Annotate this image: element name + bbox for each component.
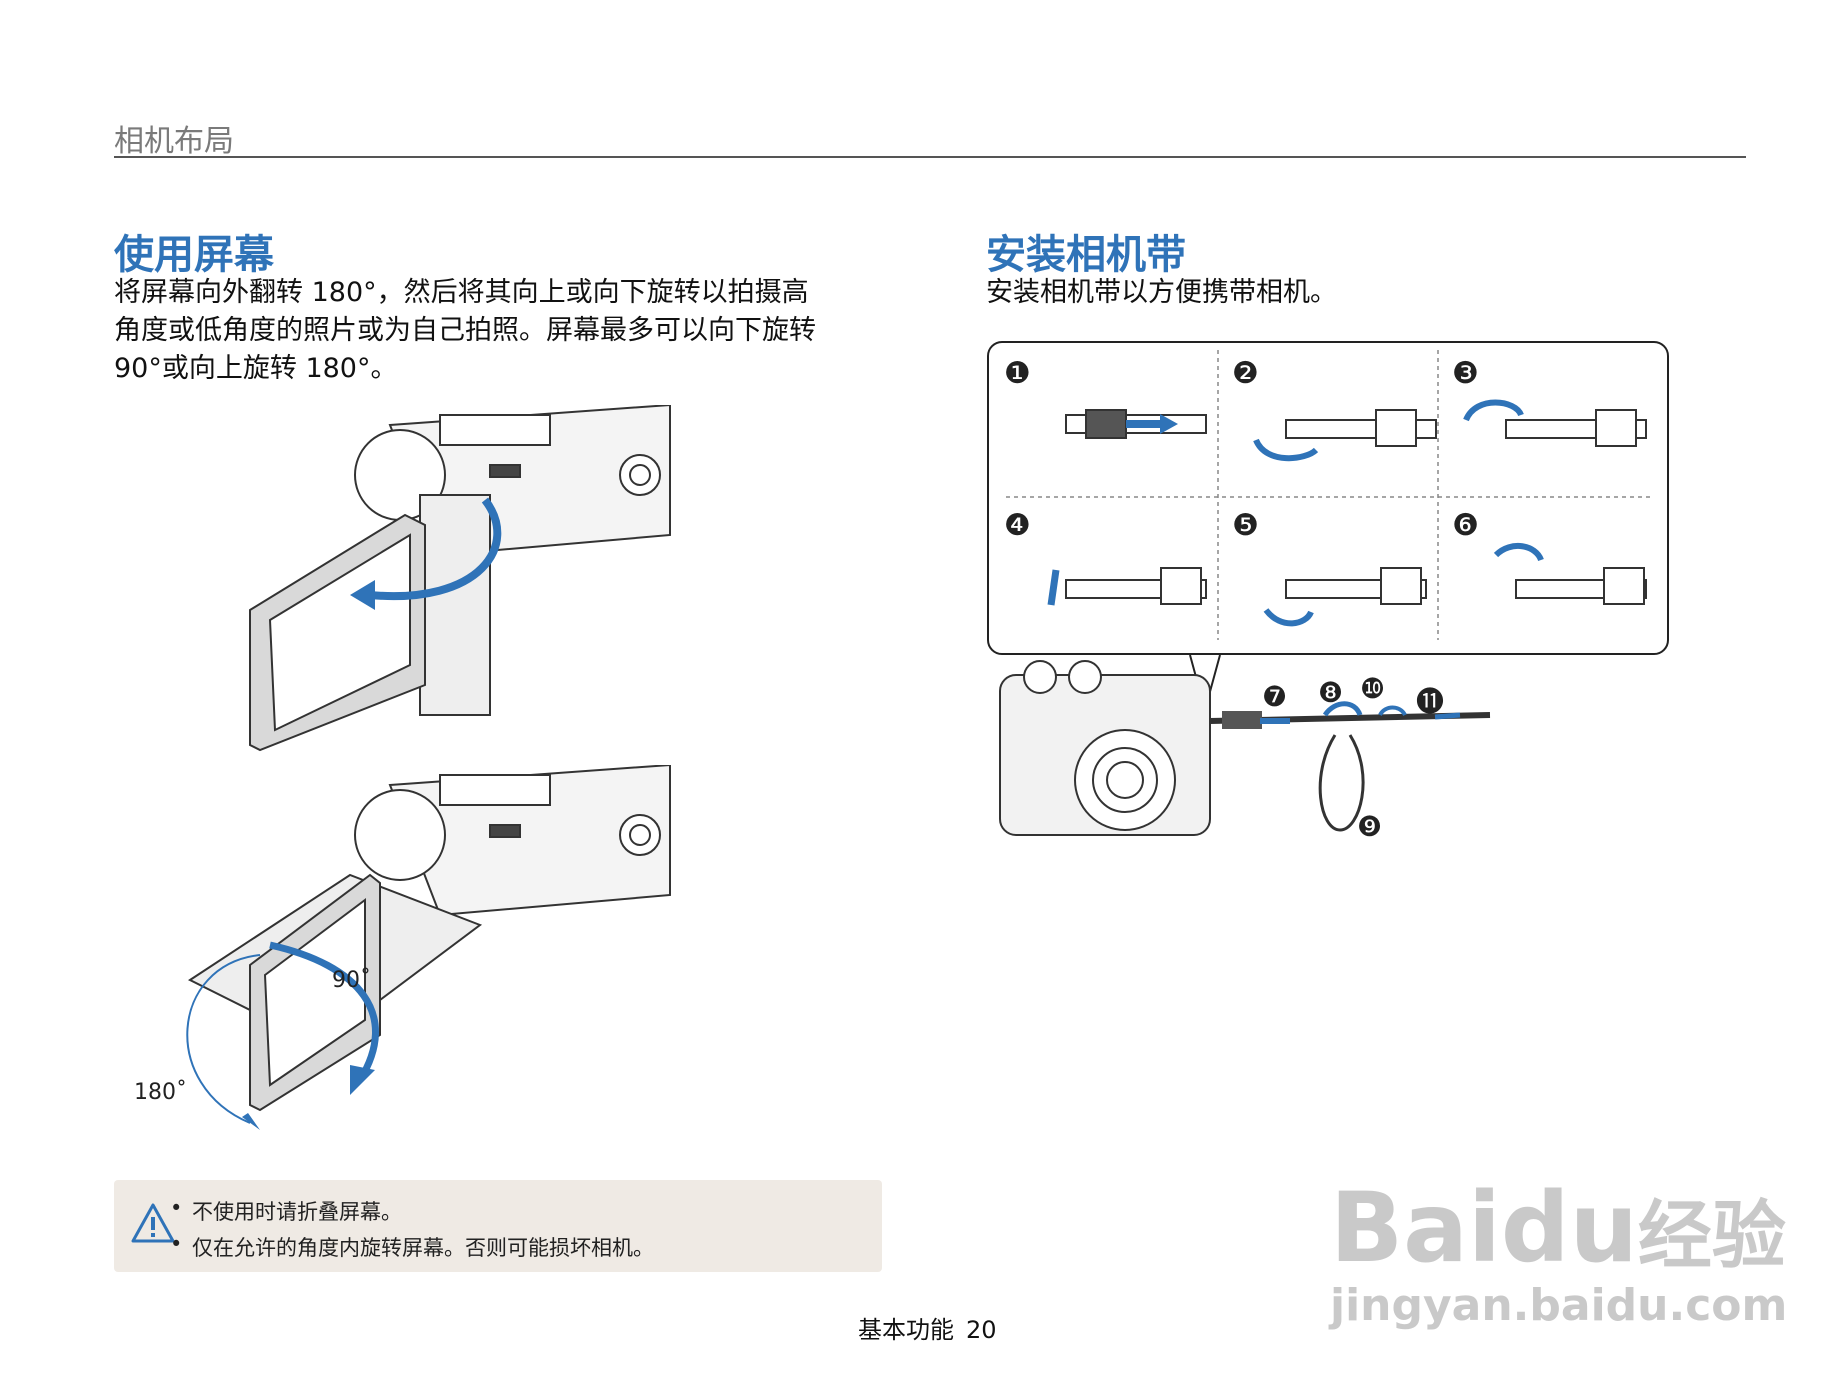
caution-note: 不使用时请折叠屏幕。 仅在允许的角度内旋转屏幕。否则可能损坏相机。 bbox=[114, 1180, 882, 1272]
section-title: 相机布局 bbox=[114, 124, 234, 159]
camera-strap-illustration bbox=[999, 655, 1491, 836]
step-number: ❹ bbox=[1004, 508, 1031, 543]
step-number: ❿ bbox=[1360, 672, 1386, 705]
page-number: 20 bbox=[966, 1316, 997, 1344]
step-number: ❺ bbox=[1232, 508, 1259, 543]
step-number: ⓫ bbox=[1416, 685, 1445, 718]
step-number: ❸ bbox=[1452, 356, 1479, 391]
baidu-watermark-logo: Baidu经验 bbox=[1330, 1180, 1786, 1284]
step-number: ❾ bbox=[1357, 810, 1383, 843]
warning-icon bbox=[131, 1203, 175, 1243]
screen-flip-illustration bbox=[249, 405, 671, 752]
screen-rotate-illustration bbox=[186, 765, 671, 1130]
page-footer: 基本功能 20 bbox=[858, 1310, 997, 1345]
paragraph-line: 将屏幕向外翻转 180°，然后将其向上或向下旋转以拍摄高 bbox=[114, 277, 809, 308]
watermark-suffix: 经验 bbox=[1637, 1193, 1786, 1279]
paragraph-line: 90°或向上旋转 180°。 bbox=[114, 353, 398, 384]
watermark-brand: Bai bbox=[1330, 1172, 1501, 1284]
note-item: 不使用时请折叠屏幕。 bbox=[170, 1196, 402, 1226]
strap-steps-panel bbox=[987, 341, 1669, 655]
step-number: ❷ bbox=[1232, 356, 1259, 391]
step-number: ❽ bbox=[1318, 676, 1344, 709]
strap-heading: 安装相机带 bbox=[986, 232, 1186, 278]
header-divider bbox=[114, 156, 1746, 158]
angle-180-label: 180˚ bbox=[134, 1080, 187, 1105]
step-number: ❼ bbox=[1262, 680, 1288, 713]
note-item: 仅在允许的角度内旋转屏幕。否则可能损坏相机。 bbox=[170, 1232, 654, 1262]
use-screen-heading: 使用屏幕 bbox=[114, 232, 274, 278]
step-number: ❶ bbox=[1004, 356, 1031, 391]
step-number: ❻ bbox=[1452, 508, 1479, 543]
angle-90-label: 90˚ bbox=[332, 968, 371, 993]
watermark-brand2: du bbox=[1500, 1172, 1638, 1284]
strap-paragraph: 安装相机带以方便携带相机。 bbox=[986, 277, 1337, 308]
use-screen-paragraph: 将屏幕向外翻转 180°，然后将其向上或向下旋转以拍摄高 角度或低角度的照片或为… bbox=[114, 274, 816, 388]
footer-label: 基本功能 bbox=[858, 1316, 954, 1344]
paragraph-line: 角度或低角度的照片或为自己拍照。屏幕最多可以向下旋转 bbox=[114, 315, 816, 346]
watermark-url: jingyan.baidu.com bbox=[1330, 1280, 1788, 1331]
